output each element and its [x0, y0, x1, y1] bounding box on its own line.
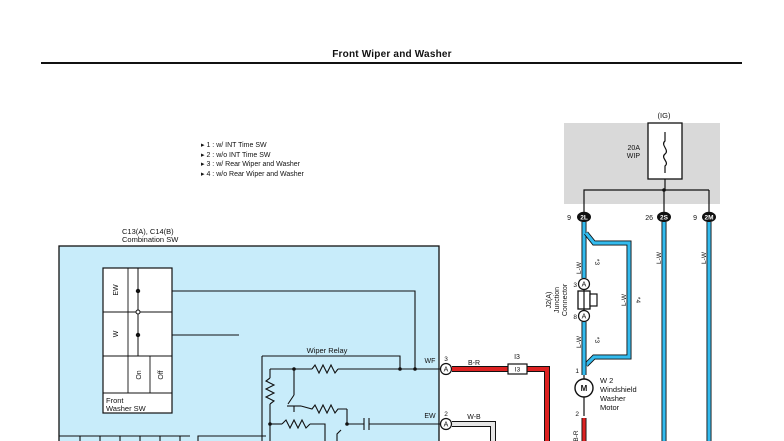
washer-motor-label: Washer: [600, 394, 626, 403]
fuse-box: [564, 123, 720, 204]
wire-l-w: [581, 222, 712, 441]
svg-text:26: 26: [645, 215, 653, 222]
wire-b-r: [452, 366, 550, 441]
combination-sw-connectors: C13(A), C14(B): [122, 227, 174, 236]
washer-motor: M 1 2: [574, 368, 594, 418]
fuse-box-terminal: 2L 9: [567, 211, 591, 223]
wire-junction-dot: [662, 188, 666, 192]
wire-junction-dot: [398, 367, 402, 371]
fuse-symbol: [662, 132, 668, 173]
wire-color-label: B-R: [468, 360, 480, 367]
fuse-box-terminal: 2S 26: [645, 211, 671, 223]
wire-color-label: L-W: [701, 251, 708, 264]
wire-color-label: L-W: [576, 335, 583, 348]
wiper-relay-label: Wiper Relay: [307, 346, 348, 355]
wire-junction-dot: [345, 422, 349, 426]
fuse-name: WIP: [627, 153, 641, 160]
svg-text:3: 3: [573, 282, 577, 289]
svg-text:EW: EW: [113, 284, 120, 296]
relay-terminal-ew: EW 2 A: [424, 411, 453, 431]
notes-legend: ▸ 1 : w/ INT Time SW ▸ 2 : w/o INT Time …: [201, 141, 304, 179]
svg-text:A: A: [582, 314, 587, 321]
svg-text:2S: 2S: [660, 215, 669, 222]
svg-text:8: 8: [573, 314, 577, 321]
wire-junction-dot: [292, 367, 296, 371]
note-item: ▸ 3 : w/ Rear Wiper and Washer: [201, 161, 300, 169]
title-rule: [41, 62, 742, 64]
branch-note: *3: [593, 259, 600, 266]
svg-text:2: 2: [444, 411, 448, 418]
svg-text:1: 1: [575, 368, 579, 375]
wire-id-label: I3: [514, 354, 520, 361]
washer-motor-label: W 2: [600, 376, 613, 385]
svg-text:EW: EW: [424, 413, 436, 420]
wire-color-label: L-W: [576, 261, 583, 274]
wire-w-b: [452, 421, 496, 441]
svg-text:B-R: B-R: [573, 430, 580, 441]
svg-text:2L: 2L: [580, 215, 588, 222]
svg-text:Front: Front: [106, 396, 124, 405]
svg-text:A: A: [444, 367, 449, 374]
svg-text:3: 3: [444, 356, 448, 363]
wiper-relay-circuit: [264, 363, 445, 441]
svg-text:WF: WF: [425, 358, 436, 365]
junction-connector-label: J2(A): [546, 292, 553, 309]
fuse-rating: 20A: [628, 145, 641, 152]
wire-color-label: L-W: [621, 293, 628, 306]
svg-text:9: 9: [693, 215, 697, 222]
svg-text:2: 2: [575, 411, 579, 418]
wire-junction-dot: [268, 422, 272, 426]
wire-color-label: W-B: [467, 414, 481, 421]
note-item: ▸ 4 : w/o Rear Wiper and Washer: [201, 170, 304, 178]
wire-connector-i3: I3: [507, 363, 528, 375]
svg-text:I3: I3: [515, 367, 521, 374]
junction-connector-label: Connector: [562, 283, 569, 316]
svg-text:2M: 2M: [704, 215, 713, 222]
svg-text:On: On: [136, 370, 143, 379]
relay-terminal-wf: WF 3 A: [425, 356, 453, 376]
fuse-box-wiring: [583, 179, 666, 213]
wire-b-r-lower: B-R: [573, 418, 587, 441]
fuse-supply-label: (IG): [658, 111, 671, 120]
junction-connector: A A 3 8: [573, 277, 598, 323]
fuse-box-terminal: 2M 9: [693, 211, 716, 223]
page-title: Front Wiper and Washer: [332, 49, 452, 60]
svg-text:A: A: [582, 282, 587, 289]
combination-sw-wiring: [59, 290, 416, 441]
svg-text:W: W: [113, 330, 120, 337]
svg-text:Off: Off: [158, 370, 165, 379]
note-item: ▸ 1 : w/ INT Time SW: [201, 142, 267, 149]
wire-junction-dot: [413, 367, 417, 371]
note-item: ▸ 2 : w/o INT Time SW: [201, 151, 271, 159]
svg-text:9: 9: [567, 215, 571, 222]
branch-note: *3: [593, 337, 600, 344]
wire-color-label: L-W: [656, 251, 663, 264]
washer-motor-label: Motor: [600, 403, 620, 412]
washer-motor-label: Windshield: [600, 385, 637, 394]
svg-text:M: M: [581, 384, 588, 393]
svg-text:Washer SW: Washer SW: [106, 404, 147, 413]
junction-connector-label: Junction: [554, 287, 561, 313]
svg-text:A: A: [444, 422, 449, 429]
front-washer-switch: EW W On Off Front Washer SW: [102, 267, 173, 414]
branch-note: *4: [634, 297, 641, 304]
combination-sw-name: Combination SW: [122, 235, 179, 244]
